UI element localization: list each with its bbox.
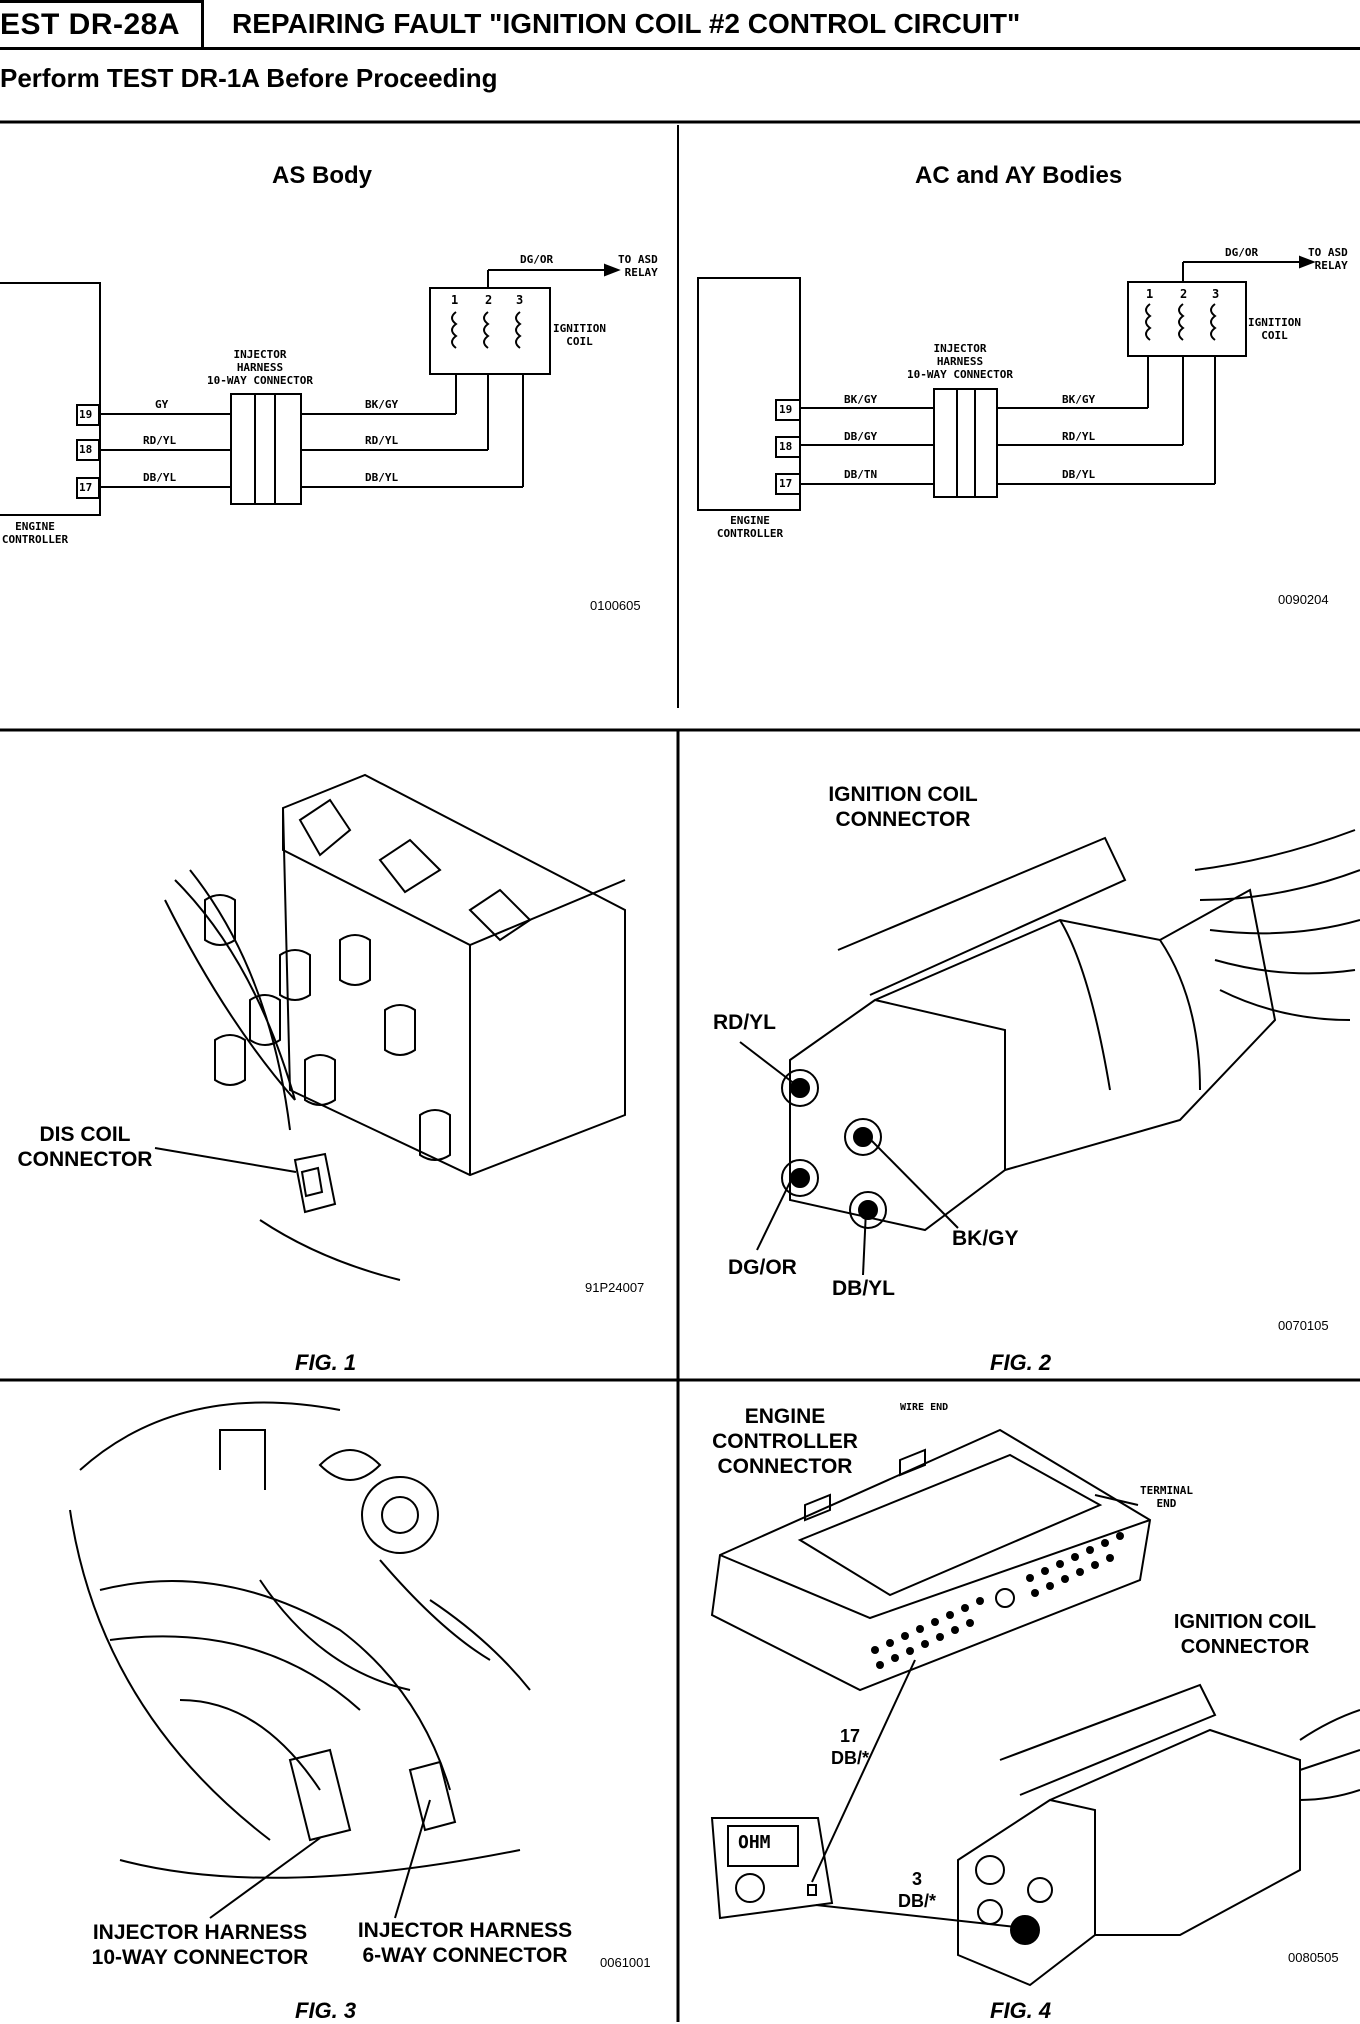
fig1-drawing [154,773,626,1281]
fig2-code: 0070105 [1278,1318,1329,1333]
ac-wire-left-2: DB/GY [844,430,878,443]
fig4-drawing [710,1428,1360,1987]
coil-pin-2: 2 [1180,287,1188,301]
ac-wire-left-3: DB/TN [844,468,878,481]
fig3-code: 0061001 [600,1955,651,1970]
fig4-caption: FIG. 4 [990,1998,1052,2023]
meter-display: OHM [738,1832,771,1853]
fig3-caption: FIG. 3 [295,1998,357,2023]
ohmmeter [710,1817,834,1920]
harness-connector [933,388,998,498]
ignition-coil-box [429,287,551,375]
harness-connector [230,393,302,505]
ac-wire-left-1: BK/GY [844,393,878,406]
fig4-code: 0080505 [1288,1950,1339,1965]
fig2-caption: FIG. 2 [990,1350,1052,1375]
pin-17: 17 [79,481,93,494]
rd-yl-label: RD/YL [713,1011,776,1034]
fig2-drawing [739,829,1360,1276]
wire-end-label: WIRE END [900,1402,949,1413]
as-top-wire: DG/OR [520,253,554,266]
pin-18: 18 [779,440,793,453]
ac-body-schematic [697,255,1316,511]
test-id: EST DR-28A [0,8,181,41]
as-body-title: AS Body [272,162,373,189]
dg-or-label: DG/OR [728,1256,797,1279]
ignition-coil-box [1127,281,1247,357]
as-body-schematic [0,263,621,516]
ac-wire-right-2: RD/YL [1062,430,1096,443]
engine-controller-box [0,282,101,516]
coil-pin-1: 1 [451,293,459,307]
page-title: REPAIRING FAULT "IGNITION COIL #2 CONTRO… [232,8,1021,39]
test-id-box: EST DR-28A [0,0,204,50]
header-rule [204,47,1360,50]
pin-17: 17 [779,477,793,490]
page-subtitle: Perform TEST DR-1A Before Proceeding [0,63,498,93]
ac-wire-right-3: DB/YL [1062,468,1096,481]
as-wire-left-3: DB/YL [143,471,177,484]
as-wire-right-2: RD/YL [365,434,399,447]
as-wire-left-1: GY [155,398,169,411]
as-wire-right-1: BK/GY [365,398,399,411]
fig3-drawing [69,1401,531,1919]
coil-pin-3: 3 [516,293,524,307]
as-figure-code: 0100605 [590,598,641,613]
ac-wire-right-1: BK/GY [1062,393,1096,406]
ac-body-title: AC and AY Bodies [915,162,1123,189]
pin-19: 19 [79,408,93,421]
coil-pin-2: 2 [485,293,493,307]
bk-gy-label: BK/GY [952,1227,1019,1250]
as-wire-left-2: RD/YL [143,434,177,447]
coil-pin-3: 3 [1212,287,1220,301]
fig1-code: 91P24007 [585,1280,645,1295]
pin-18: 18 [79,443,93,456]
coil-pin-1: 1 [1146,287,1154,301]
ac-top-wire: DG/OR [1225,246,1259,259]
fig1-caption: FIG. 1 [295,1350,357,1375]
db-yl-label: DB/YL [832,1277,895,1300]
pin-19: 19 [779,403,793,416]
ac-figure-code: 0090204 [1278,592,1329,607]
engine-controller-box [697,277,801,511]
as-wire-right-3: DB/YL [365,471,399,484]
